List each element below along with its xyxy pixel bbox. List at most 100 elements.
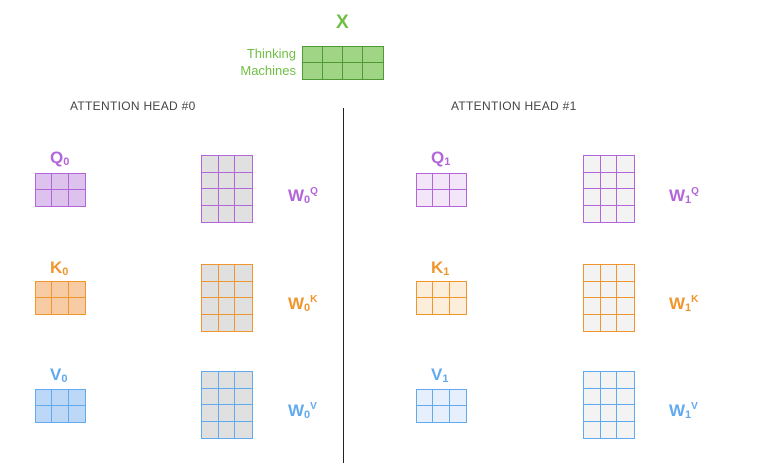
matrix-cell	[218, 172, 236, 189]
matrix-cell	[235, 315, 252, 332]
head-1-wk-matrix	[583, 264, 635, 332]
matrix-cell	[433, 390, 450, 406]
matrix-cell	[617, 372, 634, 389]
matrix-cell	[52, 298, 69, 314]
head-1-k-label: K1	[431, 258, 450, 278]
matrix-cell	[343, 63, 363, 79]
matrix-cell	[36, 282, 53, 298]
matrix-cell	[36, 298, 53, 314]
matrix-cell	[417, 406, 434, 422]
head-1-v-label: V1	[431, 365, 449, 385]
matrix-cell	[68, 282, 85, 298]
matrix-cell	[417, 190, 434, 206]
matrix-cell	[417, 390, 434, 406]
matrix-cell	[218, 405, 236, 422]
matrix-cell	[235, 389, 252, 405]
matrix-cell	[303, 63, 323, 79]
matrix-cell	[218, 265, 236, 282]
matrix-cell	[450, 190, 466, 206]
matrix-cell	[600, 405, 618, 422]
matrix-cell	[417, 282, 434, 298]
matrix-cell	[343, 47, 363, 63]
matrix-cell	[235, 156, 252, 173]
head-1-title: ATTENTION HEAD #1	[451, 99, 577, 113]
input-word-machines: Machines	[240, 63, 296, 78]
matrix-cell	[235, 422, 252, 439]
matrix-cell	[617, 156, 634, 173]
matrix-cell	[584, 189, 601, 206]
matrix-cell	[600, 265, 618, 282]
head-1-q-label: Q1	[431, 148, 451, 168]
head-0-v-matrix	[35, 389, 86, 423]
matrix-cell	[235, 282, 252, 298]
head-0-q-matrix	[35, 173, 86, 207]
matrix-cell	[617, 265, 634, 282]
matrix-cell	[52, 190, 69, 206]
matrix-cell	[52, 406, 69, 422]
matrix-cell	[433, 174, 450, 190]
matrix-cell	[433, 406, 450, 422]
matrix-cell	[584, 172, 601, 189]
matrix-cell	[202, 156, 219, 173]
matrix-cell	[202, 298, 219, 315]
matrix-cell	[584, 421, 601, 438]
matrix-cell	[617, 405, 634, 422]
matrix-cell	[69, 190, 85, 206]
matrix-cell	[363, 47, 383, 63]
matrix-cell	[617, 315, 634, 332]
matrix-cell	[617, 206, 634, 223]
matrix-cell	[218, 156, 236, 173]
matrix-cell	[36, 190, 53, 206]
input-word-thinking: Thinking	[246, 46, 296, 61]
head-0-wq-matrix	[201, 155, 253, 223]
matrix-cell	[617, 422, 634, 439]
head-1-wv-matrix	[583, 371, 635, 439]
matrix-cell	[584, 405, 601, 422]
matrix-cell	[202, 314, 219, 331]
matrix-cell	[235, 173, 252, 189]
matrix-cell	[69, 406, 85, 422]
matrix-cell	[584, 205, 601, 222]
matrix-cell	[449, 390, 466, 406]
input-matrix-x	[302, 46, 384, 80]
head-1-v-matrix	[416, 389, 467, 423]
matrix-cell	[323, 47, 343, 63]
matrix-cell	[617, 282, 634, 298]
matrix-cell	[36, 174, 53, 190]
head-0-wv-label: W0V	[288, 401, 317, 421]
matrix-cell	[617, 173, 634, 189]
matrix-cell	[303, 47, 323, 63]
matrix-cell	[202, 421, 219, 438]
matrix-cell	[52, 174, 69, 190]
matrix-cell	[52, 390, 69, 406]
head-1-wv-label: W1V	[669, 401, 698, 421]
matrix-cell	[600, 172, 618, 189]
head-0-v-label: V0	[50, 365, 68, 385]
matrix-cell	[417, 298, 434, 314]
matrix-cell	[202, 189, 219, 206]
matrix-cell	[433, 298, 450, 314]
matrix-cell	[68, 390, 85, 406]
matrix-cell	[600, 388, 618, 405]
matrix-cell	[617, 189, 634, 206]
matrix-cell	[433, 190, 450, 206]
matrix-cell	[202, 405, 219, 422]
matrix-cell	[36, 406, 53, 422]
matrix-cell	[417, 174, 434, 190]
matrix-cell	[218, 189, 236, 206]
matrix-cell	[202, 281, 219, 298]
matrix-cell	[601, 421, 618, 438]
matrix-cell	[218, 298, 236, 315]
matrix-cell	[584, 265, 601, 282]
matrix-cell	[235, 372, 252, 389]
head-0-wk-matrix	[201, 264, 253, 332]
matrix-cell	[600, 372, 618, 389]
matrix-cell	[323, 63, 343, 79]
matrix-cell	[600, 156, 618, 173]
matrix-cell	[601, 314, 618, 331]
matrix-cell	[235, 405, 252, 422]
head-1-wq-matrix	[583, 155, 635, 223]
matrix-cell	[601, 205, 618, 222]
matrix-cell	[433, 282, 450, 298]
head-0-k-matrix	[35, 281, 86, 315]
